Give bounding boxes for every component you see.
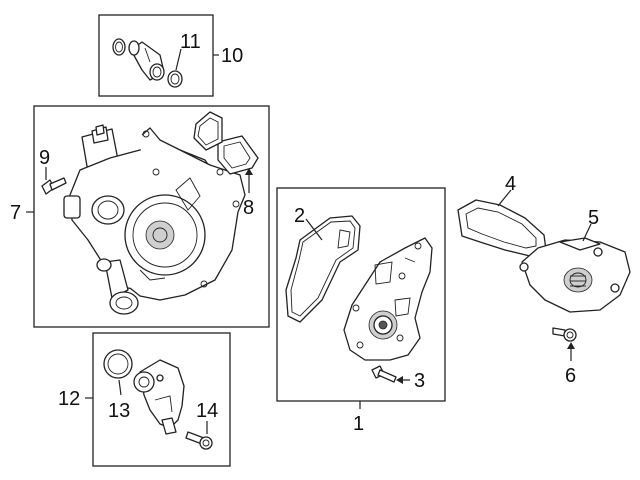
callout-14: 14 (196, 400, 218, 422)
callout-3: 3 (414, 370, 425, 392)
callout-10: 10 (221, 45, 243, 67)
thermostat-housing (63, 124, 246, 315)
callout-5: 5 (588, 207, 599, 229)
leader-arrow-8 (245, 168, 253, 175)
bolt-14-part (185, 431, 213, 450)
bolt-9-part (41, 177, 67, 195)
group-box-12 (92, 332, 231, 467)
water-pump-body (343, 237, 433, 361)
callout-8: 8 (243, 197, 254, 219)
pump-cover-gasket (457, 199, 547, 257)
group-box-1 (276, 187, 446, 402)
callout-11: 11 (180, 31, 201, 53)
callout-1: 1 (353, 413, 364, 435)
bolt-6-part (552, 327, 577, 342)
water-pump-gasket (285, 215, 361, 323)
group-box-7 (33, 105, 270, 328)
callout-12: 12 (58, 388, 80, 410)
pipe-fitting-group (112, 38, 183, 88)
leader-arrow-3 (396, 376, 403, 384)
callout-7: 7 (10, 202, 21, 224)
callout-2: 2 (294, 205, 305, 227)
pump-cover (519, 237, 631, 313)
outlet-o-ring (103, 349, 133, 379)
callout-6: 6 (565, 365, 576, 387)
housing-gasket (193, 111, 259, 175)
callout-13: 13 (108, 400, 130, 422)
outlet-flange (133, 359, 185, 435)
callout-9: 9 (39, 147, 50, 169)
leader-arrow-6 (567, 342, 575, 349)
o-ring-left (112, 38, 126, 56)
bolt-3-part (371, 365, 397, 383)
callout-4: 4 (505, 173, 516, 195)
o-ring-right (167, 70, 183, 88)
